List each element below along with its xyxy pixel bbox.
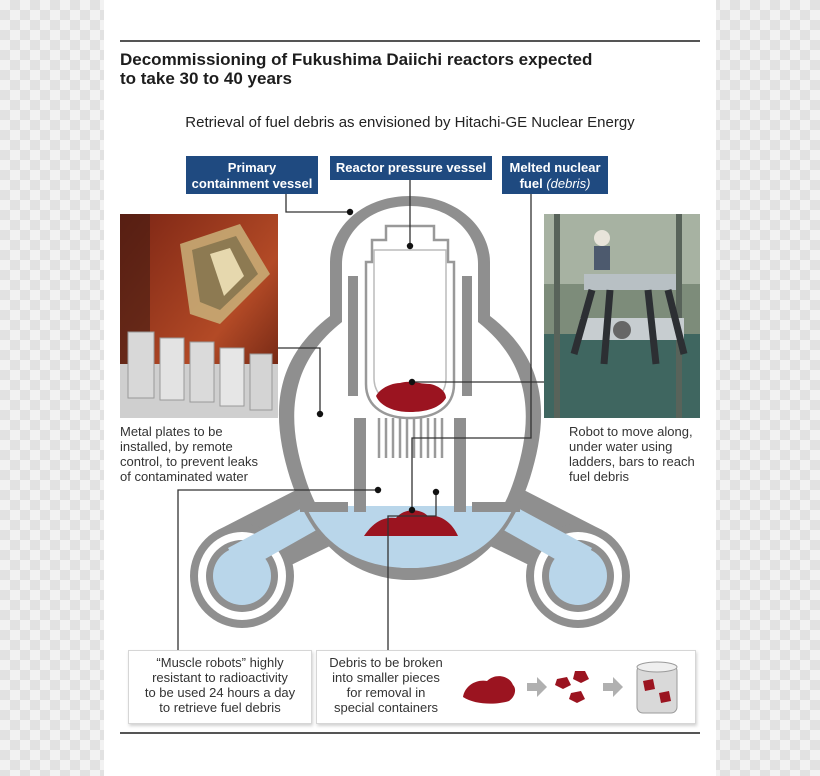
muscle-robots-text: “Muscle robots” highly resistant to radi… — [129, 655, 311, 715]
muscle-line-4: to retrieve fuel debris — [159, 700, 281, 715]
photo-plate-5 — [249, 353, 273, 411]
photo-scaffold-2 — [676, 214, 682, 418]
robot-illustration — [544, 214, 700, 418]
robot-line-2: under water using — [569, 439, 673, 454]
metal-plates-illustration — [120, 214, 278, 418]
container-debris-icon — [643, 679, 655, 691]
leader-dots — [316, 208, 440, 514]
reactor-pressure-vessel — [364, 224, 456, 420]
robot-caption: Robot to move along, under water using l… — [569, 424, 709, 484]
shield-wall-left — [348, 276, 358, 396]
photo-scaffold-1 — [554, 214, 560, 418]
metal-plates-caption: Metal plates to be installed, by remote … — [120, 424, 300, 484]
robot-line-4: fuel debris — [569, 469, 629, 484]
debris-piece-icon — [573, 671, 589, 683]
arrow-right-icon — [603, 677, 623, 697]
floor-right — [472, 502, 520, 512]
dot-primary — [346, 208, 354, 216]
photo-plate-1 — [127, 331, 155, 399]
tag-melted-line-1: Melted nuclear — [509, 160, 601, 175]
debris-line-1: Debris to be broken — [329, 655, 443, 670]
arrow-right-icon — [527, 677, 547, 697]
photo-plate-3 — [189, 341, 215, 403]
dot-metal-plates — [316, 410, 324, 418]
photo-plate-4 — [219, 347, 245, 407]
debris-line-4: special containers — [333, 700, 439, 715]
left-pipe-water — [228, 506, 320, 572]
robot-line-1: Robot to move along, — [569, 424, 693, 439]
tag-melted-debris-word: (debris) — [546, 176, 591, 191]
debris-removal-text: Debris to be broken into smaller pieces … — [321, 655, 451, 715]
photo-water-tank — [544, 334, 700, 418]
subtitle: Retrieval of fuel debris as envisioned b… — [185, 114, 635, 131]
tag-reactor-text: Reactor pressure vessel — [335, 160, 487, 175]
metal-plates-line-1: Metal plates to be — [120, 424, 223, 439]
pedestal-left — [354, 418, 366, 512]
debris-piece-icon — [555, 677, 571, 689]
debris-process-illustration — [463, 661, 678, 714]
photo-robot-joint — [613, 321, 631, 339]
tag-reactor-pressure-vessel: Reactor pressure vessel — [330, 156, 492, 180]
debris-line-2: into smaller pieces — [332, 670, 440, 685]
leader-debris — [411, 194, 532, 510]
robot-line-3: ladders, bars to reach — [569, 454, 695, 469]
dot-robot — [408, 378, 416, 386]
tag-melted-fuel-word: fuel — [519, 176, 543, 191]
muscle-line-2: resistant to radioactivity — [152, 670, 288, 685]
photo-robot-joint — [210, 248, 244, 296]
dot-rpv — [406, 242, 414, 250]
leader-primary — [285, 194, 350, 213]
tag-primary-line-1: Primary — [227, 160, 277, 175]
debris-line-3: for removal in — [346, 685, 426, 700]
container-debris-icon — [659, 691, 671, 703]
photo-robot-top — [584, 274, 676, 290]
debris-piece-icon — [569, 691, 585, 703]
control-rod-drives — [377, 418, 444, 458]
photo-worker-body — [594, 246, 610, 270]
top-rule — [120, 40, 700, 42]
muscle-line-1: “Muscle robots” highly — [156, 655, 284, 670]
photo-worker-helmet — [594, 230, 610, 246]
muscle-robots-box: “Muscle robots” highly resistant to radi… — [128, 650, 312, 724]
title-line-1: Decommissioning of Fukushima Daiichi rea… — [120, 50, 593, 69]
muscle-line-3: to be used 24 hours a day — [144, 685, 296, 700]
container-lid-icon — [636, 661, 678, 673]
photo-upper-wall — [544, 214, 700, 284]
tag-melted-fuel: Melted nuclear fuel (debris) — [502, 156, 608, 194]
photo-plate-2 — [159, 337, 185, 401]
debris-pile-icon — [463, 676, 516, 704]
pedestal-right — [454, 418, 466, 512]
leader-muscle — [177, 489, 378, 654]
dot-breakup — [432, 488, 440, 496]
leader-lines — [177, 178, 546, 654]
leader-metal-plates — [278, 347, 321, 414]
dot-debris — [408, 506, 416, 514]
debris-removal-box: Debris to be broken into smaller pieces … — [316, 650, 696, 724]
containment-water — [306, 506, 514, 568]
metal-plates-photo — [120, 214, 278, 418]
right-pipe-water — [500, 506, 592, 572]
title-line-2: to take 30 to 40 years — [120, 69, 292, 88]
tag-melted-line-2: fuel (debris) — [502, 176, 608, 192]
bottom-rule — [120, 732, 700, 734]
tag-primary-line-2: containment vessel — [191, 176, 313, 191]
rpv-outline — [364, 224, 456, 420]
suppression-chamber — [190, 488, 630, 628]
dot-muscle — [374, 486, 382, 494]
shield-wall-right — [462, 276, 472, 396]
floor-left — [300, 502, 348, 512]
metal-plates-line-4: of contaminated water — [120, 469, 248, 484]
metal-plates-line-2: installed, by remote — [120, 439, 233, 454]
photo-robot-body — [580, 318, 684, 340]
rpv-fuel-debris — [376, 381, 446, 412]
photo-robot-legs — [570, 289, 688, 365]
metal-plates-line-3: control, to prevent leaks — [120, 454, 259, 469]
tag-primary-containment: Primary containment vessel — [186, 156, 318, 194]
leader-debris-breakup — [387, 492, 437, 654]
page-title: Decommissioning of Fukushima Daiichi rea… — [120, 50, 680, 88]
robot-photo — [544, 214, 700, 418]
